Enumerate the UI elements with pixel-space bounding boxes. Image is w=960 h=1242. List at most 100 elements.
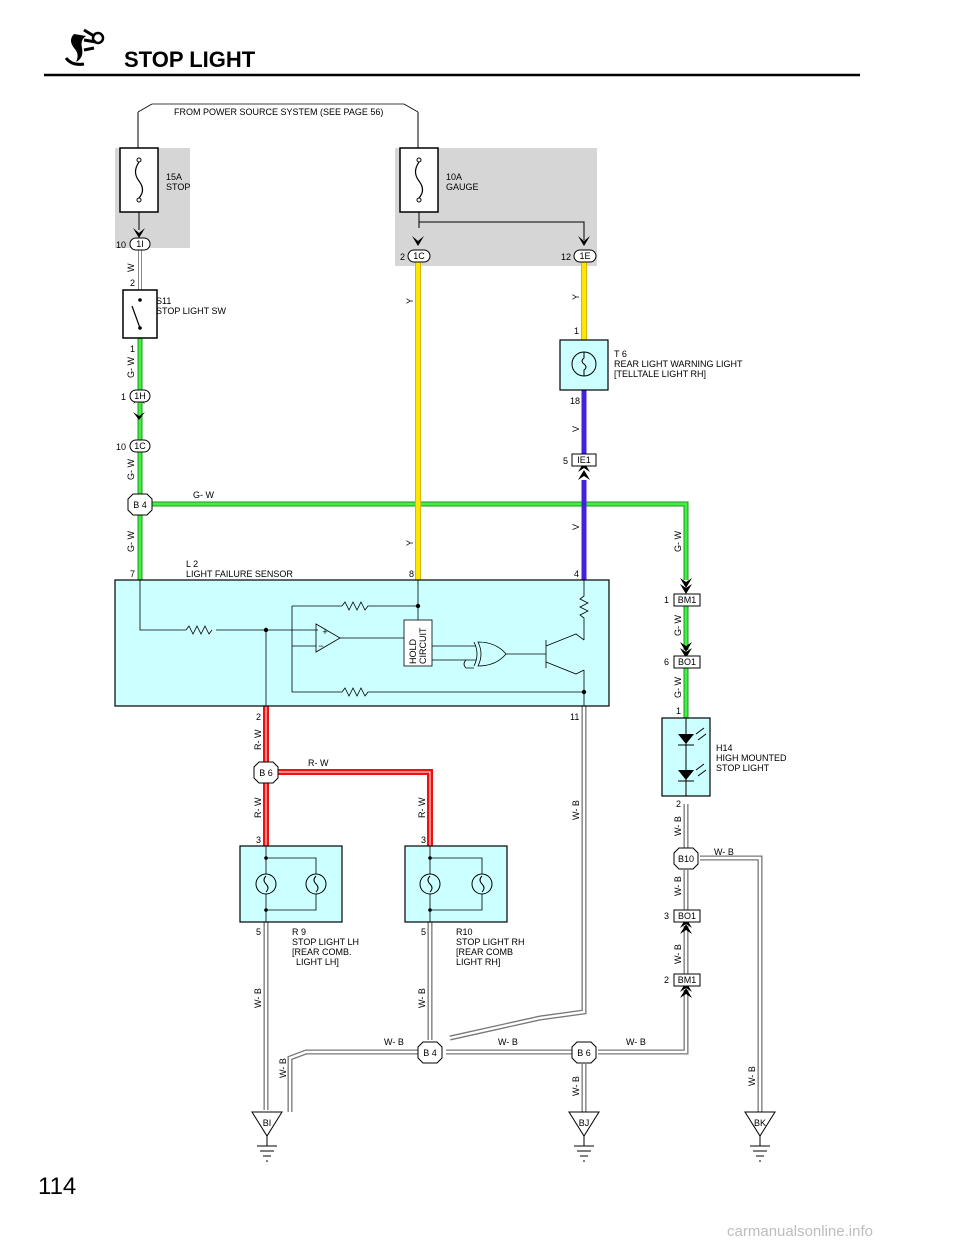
high-mounted-stop-light: [661, 717, 711, 797]
connector-bm1-bottom: BM1: [673, 973, 701, 987]
t6-name: REAR LIGHT WARNING LIGHT: [614, 359, 743, 369]
connector-1i: 1I: [129, 237, 151, 251]
svg-text:10: 10: [116, 240, 126, 250]
junction-b6-bottom: B 6: [571, 1041, 597, 1064]
connector-ie1: IE1: [571, 453, 597, 467]
svg-text:BM1: BM1: [678, 595, 697, 605]
svg-text:2: 2: [256, 712, 261, 722]
s11-name: STOP LIGHT SW: [156, 306, 227, 316]
r9-code: R 9: [292, 927, 306, 937]
fuse-15a: [119, 147, 159, 230]
connector-bm1-top: BM1: [673, 593, 701, 607]
svg-text:8: 8: [409, 569, 414, 579]
svg-text:B 6: B 6: [259, 768, 273, 778]
svg-text:W- B: W- B: [673, 876, 683, 896]
pin-numbers: 10 2 12 2 1 1 18 1 10 5 7 8 4 1 6 1 2 11…: [116, 240, 681, 985]
page-title: STOP LIGHT: [124, 47, 256, 72]
svg-text:4: 4: [574, 569, 579, 579]
svg-text:5: 5: [421, 927, 426, 937]
svg-text:G- W: G- W: [126, 459, 136, 480]
h14-name2: STOP LIGHT: [716, 763, 770, 773]
header: STOP LIGHT: [44, 28, 860, 77]
svg-text:W- B: W- B: [673, 816, 683, 836]
svg-text:B 6: B 6: [577, 1048, 591, 1058]
svg-text:2: 2: [130, 278, 135, 288]
ground-bj: BJ: [568, 1111, 600, 1162]
l2-name: LIGHT FAILURE SENSOR: [186, 569, 293, 579]
r9-name2: [REAR COMB.: [292, 947, 352, 957]
svg-text:BM1: BM1: [678, 975, 697, 985]
stoplight-logo-icon: [64, 28, 105, 66]
power-source-note: FROM POWER SOURCE SYSTEM (SEE PAGE 56): [174, 107, 383, 117]
junction-b6-mid: B 6: [253, 761, 279, 784]
r10-name2: [REAR COMB: [456, 947, 513, 957]
svg-text:W- B: W- B: [747, 1066, 757, 1086]
stop-light-lh: [239, 845, 343, 923]
svg-text:−: −: [318, 641, 323, 651]
svg-text:1: 1: [664, 595, 669, 605]
svg-text:11: 11: [570, 712, 579, 722]
wires: [137, 112, 763, 1112]
svg-text:W- B: W- B: [673, 944, 683, 964]
junction-b4-bottom: B 4: [417, 1041, 443, 1064]
svg-text:10: 10: [116, 442, 126, 452]
wire-color-labels: W G- W G- W G- W G- W Y Y Y V V G- W G- …: [126, 263, 757, 1096]
svg-text:1C: 1C: [134, 441, 146, 451]
svg-text:R- W: R- W: [417, 797, 427, 818]
svg-text:G- W: G- W: [126, 531, 136, 552]
svg-text:2: 2: [400, 252, 405, 262]
svg-text:1H: 1H: [134, 391, 146, 401]
svg-text:+: +: [322, 627, 327, 637]
r10-name1: STOP LIGHT RH: [456, 937, 525, 947]
svg-text:BI: BI: [263, 1118, 272, 1128]
svg-text:G- W: G- W: [673, 531, 683, 552]
watermark: carmanualsonline.info: [727, 1223, 873, 1240]
stop-light-rh: [404, 845, 508, 923]
svg-text:G- W: G- W: [673, 615, 683, 636]
svg-text:B 4: B 4: [133, 500, 147, 510]
ground-bk: BK: [744, 1111, 776, 1162]
svg-text:B 4: B 4: [423, 1048, 437, 1058]
svg-text:G- W: G- W: [673, 677, 683, 698]
svg-text:W- B: W- B: [253, 988, 263, 1008]
svg-text:1: 1: [574, 326, 579, 336]
rear-light-warning-light: [559, 339, 609, 391]
stop-light-switch: [122, 289, 158, 339]
svg-text:IE1: IE1: [577, 455, 591, 465]
svg-text:3: 3: [421, 835, 426, 845]
svg-text:W- B: W- B: [714, 847, 734, 857]
svg-text:W- B: W- B: [571, 800, 581, 820]
fuse-10a-rating: 10A: [446, 172, 462, 182]
fuse-15a-name: STOP: [166, 182, 190, 192]
svg-text:1C: 1C: [413, 251, 425, 261]
svg-text:6: 6: [664, 657, 669, 667]
connector-1c-top: 1C: [407, 249, 431, 263]
svg-text:3: 3: [664, 911, 669, 921]
svg-text:1: 1: [676, 706, 681, 716]
r9-name1: STOP LIGHT LH: [292, 937, 359, 947]
svg-text:18: 18: [570, 396, 580, 406]
svg-text:5: 5: [563, 456, 568, 466]
svg-text:B10: B10: [678, 854, 694, 864]
svg-text:BK: BK: [754, 1118, 766, 1128]
connector-1h: 1H: [129, 389, 151, 403]
svg-text:BO1: BO1: [678, 911, 696, 921]
light-failure-sensor: + − HOLD CIRCUIT: [114, 579, 610, 707]
hold-circuit-label-1: HOLD: [408, 638, 418, 664]
svg-text:1I: 1I: [136, 239, 144, 249]
page-number: 114: [38, 1173, 76, 1200]
svg-text:1: 1: [121, 392, 126, 402]
l2-code: L 2: [186, 559, 198, 569]
svg-text:G- W: G- W: [126, 357, 136, 378]
hold-circuit-label-2: CIRCUIT: [418, 627, 428, 664]
svg-text:R- W: R- W: [253, 797, 263, 818]
svg-text:BJ: BJ: [579, 1118, 590, 1128]
svg-text:W- B: W- B: [571, 1076, 581, 1096]
connector-bo1-bottom: BO1: [673, 909, 701, 923]
h14-code: H14: [716, 743, 733, 753]
fuse-15a-rating: 15A: [166, 172, 182, 182]
junction-b10: B10: [673, 847, 699, 870]
connector-1e: 1E: [573, 249, 597, 263]
r9-name3: LIGHT LH]: [296, 957, 339, 967]
